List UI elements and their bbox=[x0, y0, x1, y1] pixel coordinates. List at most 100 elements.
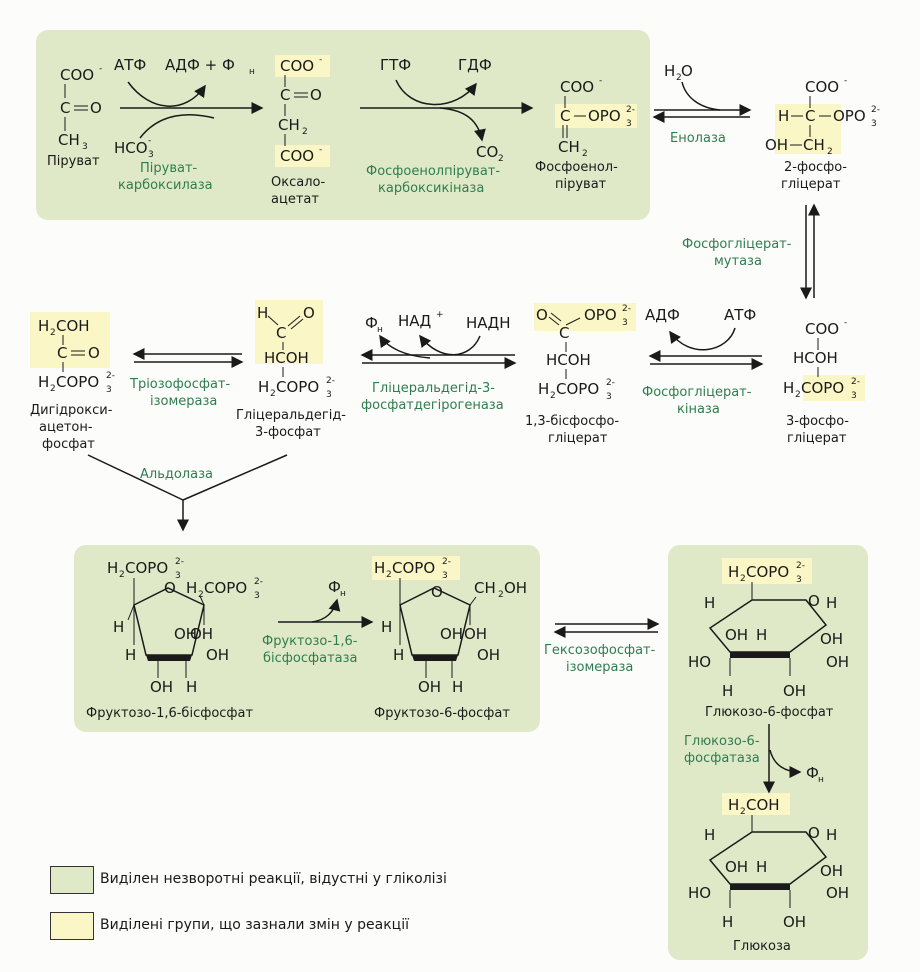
gapdh-nadh-curve bbox=[419, 334, 481, 356]
cofactor-pn-2: Ф bbox=[328, 578, 341, 596]
svg-text:OH: OH bbox=[477, 646, 500, 664]
svg-text:H: H bbox=[756, 858, 767, 876]
highlight-pep bbox=[555, 104, 637, 128]
svg-text:C: C bbox=[560, 107, 570, 125]
svg-text:COPO: COPO bbox=[556, 380, 599, 398]
enzyme-pc-2: карбоксилаза bbox=[118, 178, 213, 193]
svg-text:OH: OH bbox=[206, 646, 229, 664]
svg-text:OH: OH bbox=[190, 625, 213, 643]
enzyme-g6pase-1: Глюкозо-6- bbox=[684, 734, 760, 749]
svg-text:OH: OH bbox=[418, 678, 441, 696]
svg-text:COO: COO bbox=[805, 78, 839, 96]
irreversible-box-top bbox=[36, 30, 650, 220]
svg-text:OH: OH bbox=[783, 913, 806, 931]
svg-text:O: O bbox=[310, 86, 322, 104]
svg-text:H: H bbox=[452, 678, 463, 696]
svg-text:H: H bbox=[381, 618, 392, 636]
svg-text:HCOH: HCOH bbox=[264, 349, 309, 367]
svg-text:2: 2 bbox=[498, 154, 504, 164]
svg-text:OH: OH bbox=[174, 625, 197, 643]
svg-text:COPO: COPO bbox=[125, 559, 168, 577]
highlight-glucose bbox=[722, 793, 790, 815]
svg-text:H: H bbox=[257, 304, 268, 322]
svg-text:H: H bbox=[125, 646, 136, 664]
svg-text:OH: OH bbox=[783, 682, 806, 700]
pgk-atp-curve bbox=[669, 327, 736, 351]
svg-text:H: H bbox=[258, 378, 269, 396]
svg-text:OPO: OPO bbox=[833, 107, 866, 125]
svg-text:O: O bbox=[536, 306, 548, 324]
cofactor-pn: Ф bbox=[365, 314, 378, 332]
legend-text-irreversible: Виділен незворотні реакції, відустні у г… bbox=[100, 871, 447, 887]
enzyme-pepck-2: карбоксикіназа bbox=[378, 181, 484, 196]
svg-text:H: H bbox=[704, 594, 715, 612]
svg-text:2-: 2- bbox=[622, 304, 631, 314]
svg-text:CH: CH bbox=[803, 136, 825, 154]
svg-text:3: 3 bbox=[626, 119, 632, 129]
svg-text:C: C bbox=[559, 324, 569, 342]
svg-text:2: 2 bbox=[302, 127, 308, 137]
svg-text:2: 2 bbox=[550, 391, 556, 401]
legend-text-changed-groups: Виділені групи, що зазнали змін у реакці… bbox=[100, 917, 409, 933]
cofactor-nadh: НАДН bbox=[466, 314, 511, 332]
fbpase-pn-curve bbox=[311, 598, 341, 623]
svg-text:H: H bbox=[756, 626, 767, 644]
svg-text:H: H bbox=[778, 107, 789, 125]
svg-text:н: н bbox=[377, 325, 383, 335]
svg-text:OPO: OPO bbox=[588, 107, 621, 125]
highlight-f6p bbox=[372, 556, 460, 580]
svg-text:2: 2 bbox=[198, 590, 204, 600]
svg-text:O: O bbox=[431, 583, 443, 601]
enzyme-pgm-1: Фосфогліцерат- bbox=[682, 237, 792, 252]
svg-text:-: - bbox=[99, 64, 102, 74]
svg-text:H: H bbox=[826, 594, 837, 612]
pc-atp-curve bbox=[127, 81, 206, 107]
svg-text:3: 3 bbox=[148, 150, 154, 160]
svg-text:COPO: COPO bbox=[801, 379, 844, 397]
svg-text:COPO: COPO bbox=[276, 378, 319, 396]
svg-text:CH: CH bbox=[474, 579, 496, 597]
svg-text:-: - bbox=[844, 318, 847, 328]
svg-text:+: + bbox=[436, 310, 444, 320]
label-gap-1: Гліцеральдегід- bbox=[236, 408, 346, 423]
enzyme-fbpase-2: бісфосфатаза bbox=[263, 651, 358, 666]
svg-text:2-: 2- bbox=[626, 105, 635, 115]
svg-text:OH: OH bbox=[150, 678, 173, 696]
svg-text:CH: CH bbox=[558, 138, 580, 156]
enzyme-pgk-1: Фосфогліцерат- bbox=[642, 385, 752, 400]
enzyme-g6pase-2: фосфатаза bbox=[684, 751, 760, 766]
svg-text:H: H bbox=[722, 913, 733, 931]
svg-text:HO: HO bbox=[688, 884, 711, 902]
svg-text:H: H bbox=[783, 379, 794, 397]
label-pyruvate: Піруват bbox=[47, 154, 100, 169]
label-2pg-2: гліцерат bbox=[781, 177, 841, 192]
svg-text:H: H bbox=[704, 826, 715, 844]
cofactor-h2o: H bbox=[664, 62, 675, 80]
svg-text:H: H bbox=[38, 317, 49, 335]
svg-text:H: H bbox=[728, 796, 739, 814]
svg-text:HCOH: HCOH bbox=[793, 349, 838, 367]
svg-text:OH: OH bbox=[725, 626, 748, 644]
label-pep-2: піруват bbox=[555, 177, 607, 192]
highlight-gap bbox=[255, 300, 323, 364]
enzyme-enolase: Енолаза bbox=[670, 131, 726, 146]
svg-text:HCOH: HCOH bbox=[546, 351, 591, 369]
enzyme-pgi-2: ізомераза bbox=[566, 660, 633, 675]
svg-text:OH: OH bbox=[820, 862, 843, 880]
svg-text:COPO: COPO bbox=[746, 563, 789, 581]
svg-text:OH: OH bbox=[725, 858, 748, 876]
svg-text:H: H bbox=[728, 563, 739, 581]
svg-text:2-: 2- bbox=[106, 371, 115, 381]
svg-text:OH: OH bbox=[765, 136, 788, 154]
svg-text:COO: COO bbox=[560, 78, 594, 96]
svg-text:COO: COO bbox=[60, 66, 94, 84]
label-3pg-2: гліцерат bbox=[787, 431, 847, 446]
svg-text:OH: OH bbox=[826, 884, 849, 902]
highlight-3pg bbox=[803, 375, 865, 401]
